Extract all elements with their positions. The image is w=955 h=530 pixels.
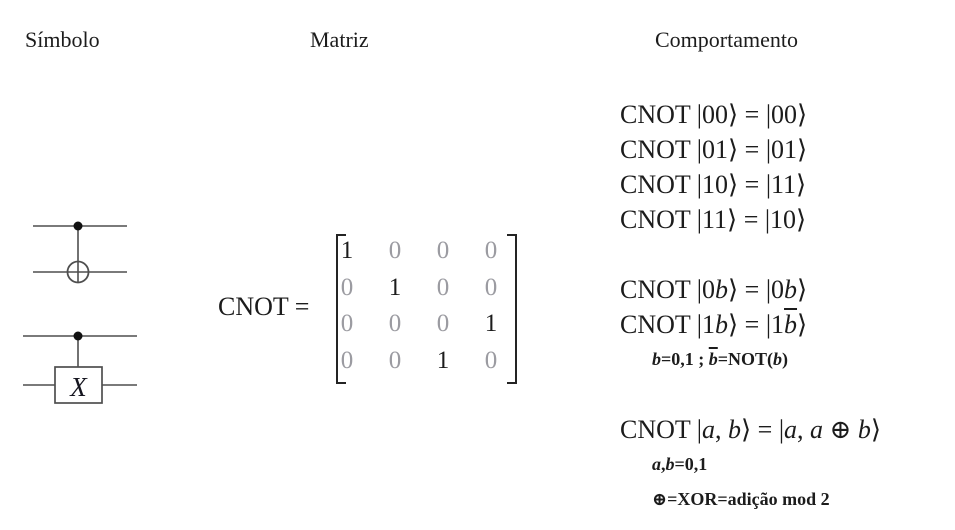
math-variable: b	[708, 349, 718, 369]
math-text: )	[782, 349, 789, 369]
math-variable: a	[784, 414, 798, 444]
math-text: CNOT |11⟩ = |10⟩	[620, 204, 807, 234]
matrix-cell: 0	[340, 346, 354, 374]
matrix-cell: 1	[436, 346, 450, 374]
matrix-cell: 1	[340, 237, 354, 265]
control-dot-icon	[73, 221, 83, 231]
math-variable: a	[810, 414, 824, 444]
column-header-simbolo: Símbolo	[25, 27, 100, 52]
behavior-spacer	[620, 237, 881, 272]
xor-target-icon	[66, 260, 90, 284]
math-text: ⟩ = |	[741, 414, 785, 444]
x-gate-label: X	[69, 372, 88, 402]
math-variable: b	[773, 349, 783, 369]
matrix-cell: 0	[388, 346, 402, 374]
column-header-matriz: Matriz	[310, 27, 369, 52]
behavior-line: ⊕=XOR=adição mod 2	[620, 482, 881, 517]
math-text: CNOT |01⟩ = |01⟩	[620, 134, 808, 164]
matrix-cell: 0	[340, 310, 354, 338]
math-text: ⊕	[823, 414, 858, 444]
cnot-circuit-xbox-diagram: X	[23, 331, 137, 404]
math-variable: b	[665, 454, 675, 474]
control-dot-icon	[73, 331, 83, 341]
matrix-bracket-right	[507, 234, 517, 384]
behavior-line: a,b=0,1	[620, 447, 881, 482]
matrix-cell: 1	[388, 273, 402, 301]
math-variable: b	[784, 309, 798, 339]
matrix-cell: 0	[484, 346, 498, 374]
math-text: =0,1 ;	[661, 349, 709, 369]
math-text: ⟩	[797, 309, 808, 339]
math-text: ,	[797, 414, 811, 444]
math-text: ⟩ = |1	[728, 309, 785, 339]
column-header-comportamento: Comportamento	[655, 27, 798, 52]
math-text: =NOT(	[717, 349, 774, 369]
matrix-cell: 0	[388, 237, 402, 265]
matrix-cell: 0	[436, 237, 450, 265]
math-variable: a	[652, 454, 661, 474]
behavior-line: CNOT |a, b⟩ = |a, a ⊕ b⟩	[620, 412, 881, 447]
cnot-circuit-oplus-diagram	[33, 221, 127, 284]
math-text: ⊕=XOR=adição mod 2	[652, 489, 830, 509]
matrix-equation-lhs: CNOT =	[218, 292, 310, 321]
math-variable: a	[702, 414, 716, 444]
math-text: CNOT |1	[620, 309, 716, 339]
behavior-lines: CNOT |00⟩ = |00⟩ CNOT |01⟩ = |01⟩ CNOT |10…	[620, 97, 881, 517]
behavior-line: CNOT |00⟩ = |00⟩	[620, 97, 881, 132]
matrix-cell: 1	[484, 310, 498, 338]
matrix-cell: 0	[340, 273, 354, 301]
behavior-spacer	[620, 377, 881, 412]
matrix-bracket-left	[336, 234, 346, 384]
behavior-line: b=0,1 ; b=NOT(b)	[620, 342, 881, 377]
behavior-line: CNOT |10⟩ = |11⟩	[620, 167, 881, 202]
math-variable: b	[715, 309, 729, 339]
matrix-cell: 0	[484, 237, 498, 265]
math-text: ⟩	[870, 414, 881, 444]
math-variable: b	[784, 274, 798, 304]
math-variable: b	[652, 349, 661, 369]
math-variable: b	[728, 414, 742, 444]
math-text: =0,1	[674, 454, 708, 474]
math-text: CNOT |00⟩ = |00⟩	[620, 99, 808, 129]
cnot-matrix-grid: 1 0 0 0 0 1 0 0 0 0 0 1 0 0 1 0	[323, 233, 515, 379]
matrix-cell: 0	[436, 310, 450, 338]
behavior-line: CNOT |01⟩ = |01⟩	[620, 132, 881, 167]
matrix-cell: 0	[436, 273, 450, 301]
math-text: ⟩ = |0	[728, 274, 785, 304]
math-text: CNOT |	[620, 414, 703, 444]
math-text: CNOT |0	[620, 274, 716, 304]
behavior-line: CNOT |11⟩ = |10⟩	[620, 202, 881, 237]
x-gate-box	[54, 366, 103, 404]
math-text: CNOT |10⟩ = |11⟩	[620, 169, 807, 199]
math-text: ⟩	[797, 274, 808, 304]
math-variable: b	[715, 274, 729, 304]
math-text: ,	[715, 414, 729, 444]
matrix-cell: 0	[484, 273, 498, 301]
matrix-cell: 0	[388, 310, 402, 338]
math-text: ,	[661, 454, 666, 474]
math-variable: b	[857, 414, 871, 444]
